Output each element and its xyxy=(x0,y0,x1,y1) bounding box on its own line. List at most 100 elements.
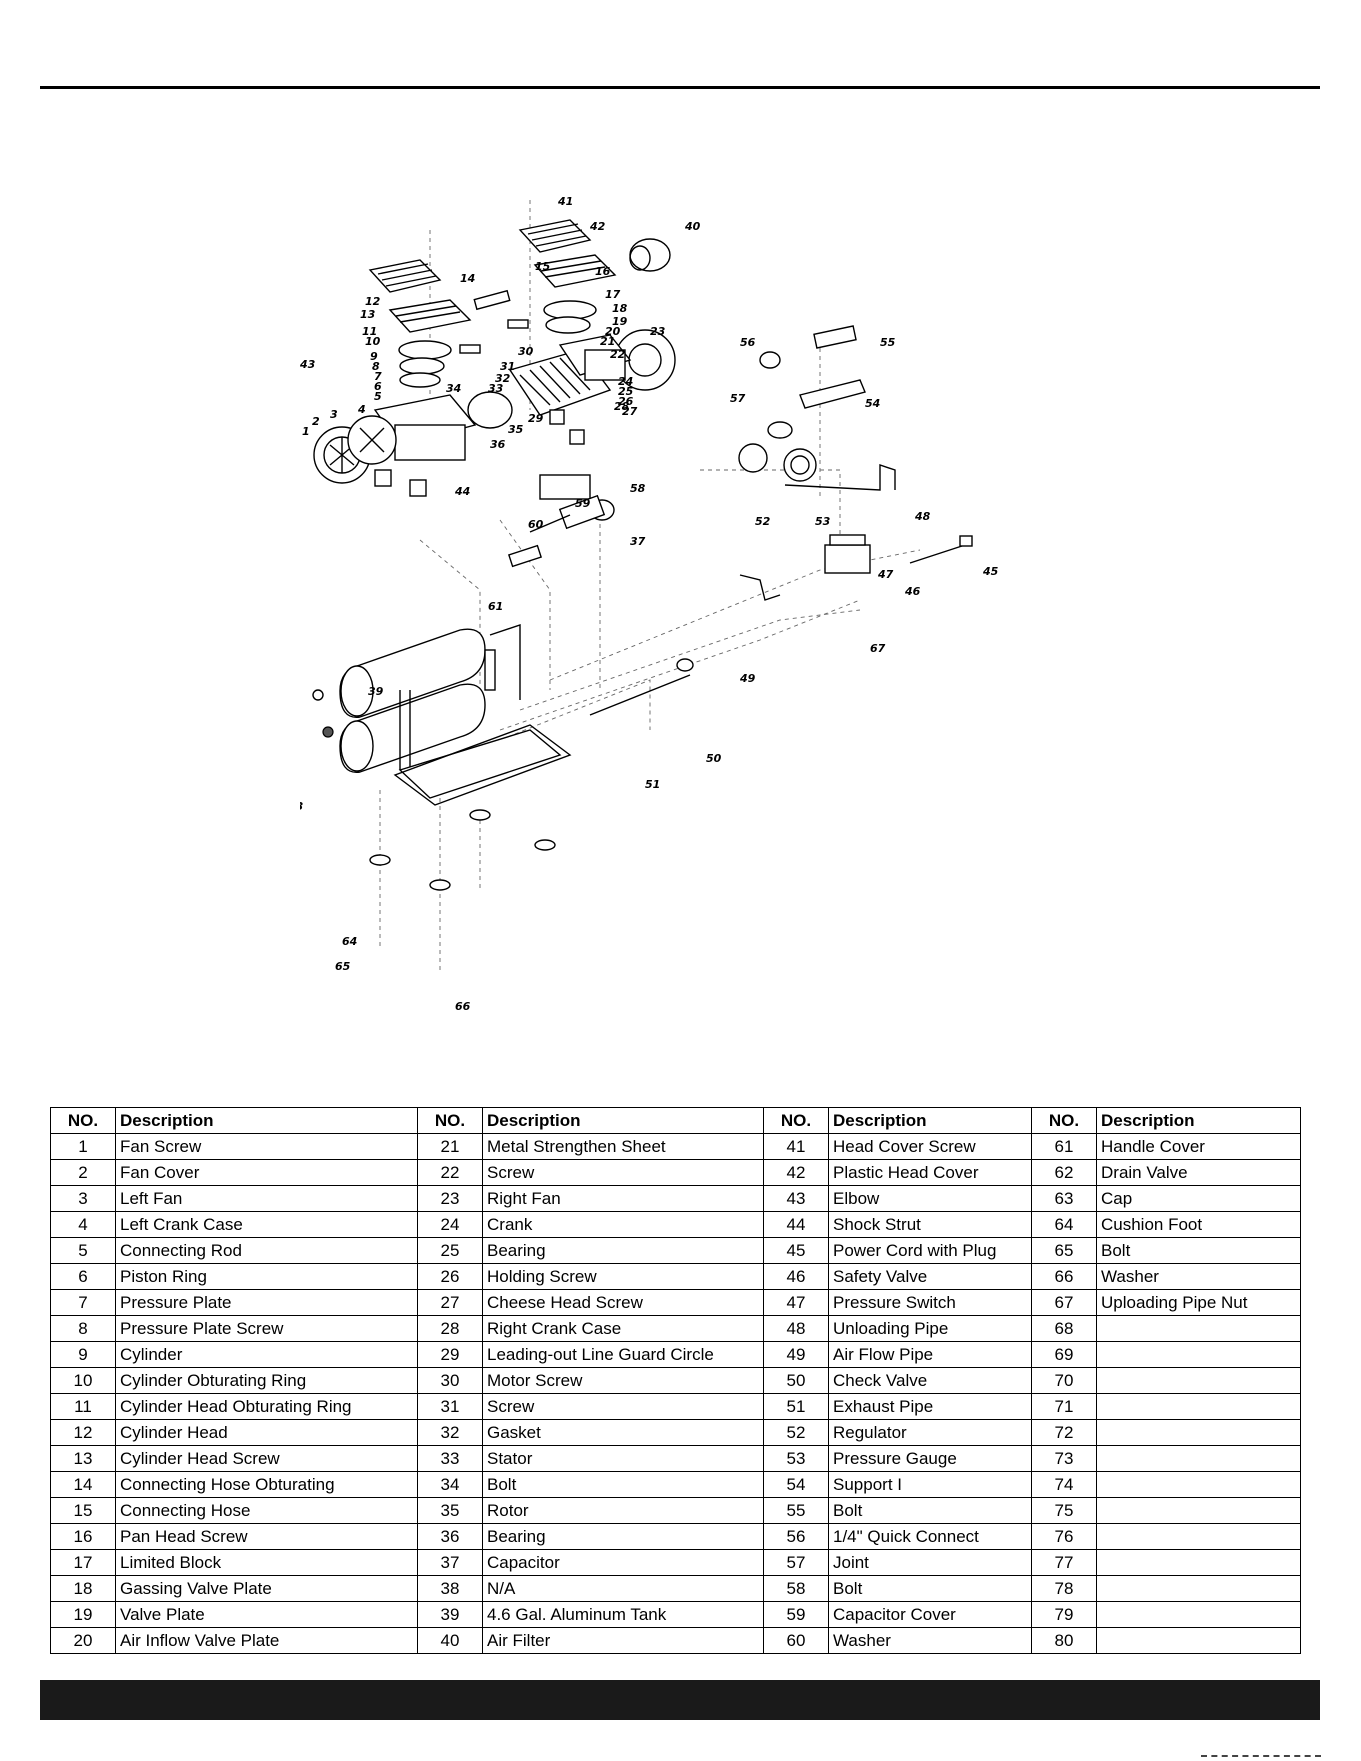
svg-text:39: 39 xyxy=(368,685,384,698)
svg-text:1: 1 xyxy=(302,425,310,438)
part-number-cell: 52 xyxy=(763,1419,829,1446)
part-number-cell: 32 xyxy=(417,1419,483,1446)
svg-text:37: 37 xyxy=(630,535,646,548)
svg-text:53: 53 xyxy=(815,515,831,528)
part-number-cell: 77 xyxy=(1031,1549,1097,1576)
part-description-cell xyxy=(1096,1341,1301,1368)
part-description-cell xyxy=(1096,1445,1301,1472)
part-description-cell: Air Flow Pipe xyxy=(828,1341,1032,1368)
part-number-cell: 19 xyxy=(50,1601,116,1628)
svg-text:21: 21 xyxy=(600,335,615,348)
part-description-cell: Cylinder Obturating Ring xyxy=(115,1367,418,1394)
part-description-cell: Uploading Pipe Nut xyxy=(1096,1289,1301,1316)
right-crank-case xyxy=(558,334,632,381)
part-number-cell: 21 xyxy=(417,1133,483,1160)
part-description-cell: Handle Cover xyxy=(1096,1133,1301,1160)
part-number-cell: 69 xyxy=(1031,1341,1097,1368)
part-number-cell: 7 xyxy=(50,1289,116,1316)
part-number-cell: 28 xyxy=(417,1315,483,1342)
part-number-cell: 41 xyxy=(763,1133,829,1160)
svg-text:19: 19 xyxy=(612,315,628,328)
svg-text:36: 36 xyxy=(490,438,506,451)
part-description-cell: Head Cover Screw xyxy=(828,1133,1032,1160)
svg-text:25: 25 xyxy=(618,385,634,398)
part-description-cell: 4.6 Gal. Aluminum Tank xyxy=(482,1601,764,1628)
part-number-cell: 56 xyxy=(763,1523,829,1550)
part-description-cell: Shock Strut xyxy=(828,1211,1032,1238)
part-description-cell: Valve Plate xyxy=(115,1601,418,1628)
part-description-cell: Bearing xyxy=(482,1523,764,1550)
part-description-cell: Bolt xyxy=(828,1497,1032,1524)
connecting-hose xyxy=(459,289,529,354)
part-number-cell: 17 xyxy=(50,1549,116,1576)
part-description-cell: Cylinder Head xyxy=(115,1419,418,1446)
part-description-cell: Leading-out Line Guard Circle xyxy=(482,1341,764,1368)
part-number-cell: 58 xyxy=(763,1575,829,1602)
svg-text:56: 56 xyxy=(740,336,756,349)
part-number-cell: 14 xyxy=(50,1471,116,1498)
footer-marks xyxy=(1201,1755,1321,1759)
part-number-cell: 64 xyxy=(1031,1211,1097,1238)
part-number-cell: 22 xyxy=(417,1159,483,1186)
part-number-cell: 45 xyxy=(763,1237,829,1264)
part-description-cell: Motor Screw xyxy=(482,1367,764,1394)
svg-text:33: 33 xyxy=(488,382,504,395)
svg-text:11: 11 xyxy=(362,325,377,338)
part-number-cell: 37 xyxy=(417,1549,483,1576)
svg-text:55: 55 xyxy=(880,336,896,349)
part-number-cell: 44 xyxy=(763,1211,829,1238)
part-description-cell: Washer xyxy=(1096,1263,1301,1290)
callout-labels: 41 42 40 16 17 18 19 20 21 22 15 14 12 1… xyxy=(280,195,999,1013)
top-rule xyxy=(40,86,1320,89)
part-description-cell: Connecting Hose xyxy=(115,1497,418,1524)
part-number-cell: 74 xyxy=(1031,1471,1097,1498)
part-number-cell: 31 xyxy=(417,1393,483,1420)
part-number-cell: 79 xyxy=(1031,1601,1097,1628)
part-number-cell: 15 xyxy=(50,1497,116,1524)
part-number-cell: 59 xyxy=(763,1601,829,1628)
part-description-cell: Elbow xyxy=(828,1185,1032,1212)
footer-bar xyxy=(40,1680,1320,1720)
power-cord-and-plug xyxy=(909,535,973,564)
svg-text:18: 18 xyxy=(612,302,628,315)
svg-text:3: 3 xyxy=(330,408,338,421)
part-description-cell: Pressure Plate xyxy=(115,1289,418,1316)
part-number-cell: 53 xyxy=(763,1445,829,1472)
svg-text:29: 29 xyxy=(528,412,544,425)
part-description-cell: Cushion Foot xyxy=(1096,1211,1301,1238)
svg-text:52: 52 xyxy=(755,515,771,528)
header-no-2: NO. xyxy=(417,1107,483,1134)
part-description-cell: Regulator xyxy=(828,1419,1032,1446)
part-description-cell: Gasket xyxy=(482,1419,764,1446)
part-description-cell: Safety Valve xyxy=(828,1263,1032,1290)
svg-text:48: 48 xyxy=(914,510,931,523)
part-number-cell: 30 xyxy=(417,1367,483,1394)
svg-text:64: 64 xyxy=(342,935,357,948)
pressure-switch xyxy=(824,534,871,574)
svg-text:30: 30 xyxy=(518,345,534,358)
part-number-cell: 75 xyxy=(1031,1497,1097,1524)
aluminum-tank xyxy=(339,624,572,806)
svg-text:65: 65 xyxy=(335,960,351,973)
part-description-cell: Gassing Valve Plate xyxy=(115,1575,418,1602)
svg-text:9: 9 xyxy=(370,350,378,363)
part-number-cell: 46 xyxy=(763,1263,829,1290)
diagram-canvas: 41 42 40 16 17 18 19 20 21 22 15 14 12 1… xyxy=(280,195,999,1013)
part-description-cell: Screw xyxy=(482,1159,764,1186)
part-description-cell xyxy=(1096,1575,1301,1602)
svg-text:54: 54 xyxy=(865,397,880,410)
part-description-cell: Connecting Hose Obturating xyxy=(115,1471,418,1498)
part-description-cell: Joint xyxy=(828,1549,1032,1576)
svg-text:16: 16 xyxy=(595,265,611,278)
part-description-cell: Cheese Head Screw xyxy=(482,1289,764,1316)
svg-text:28: 28 xyxy=(614,400,630,413)
part-description-cell: Air Inflow Valve Plate xyxy=(115,1627,418,1654)
